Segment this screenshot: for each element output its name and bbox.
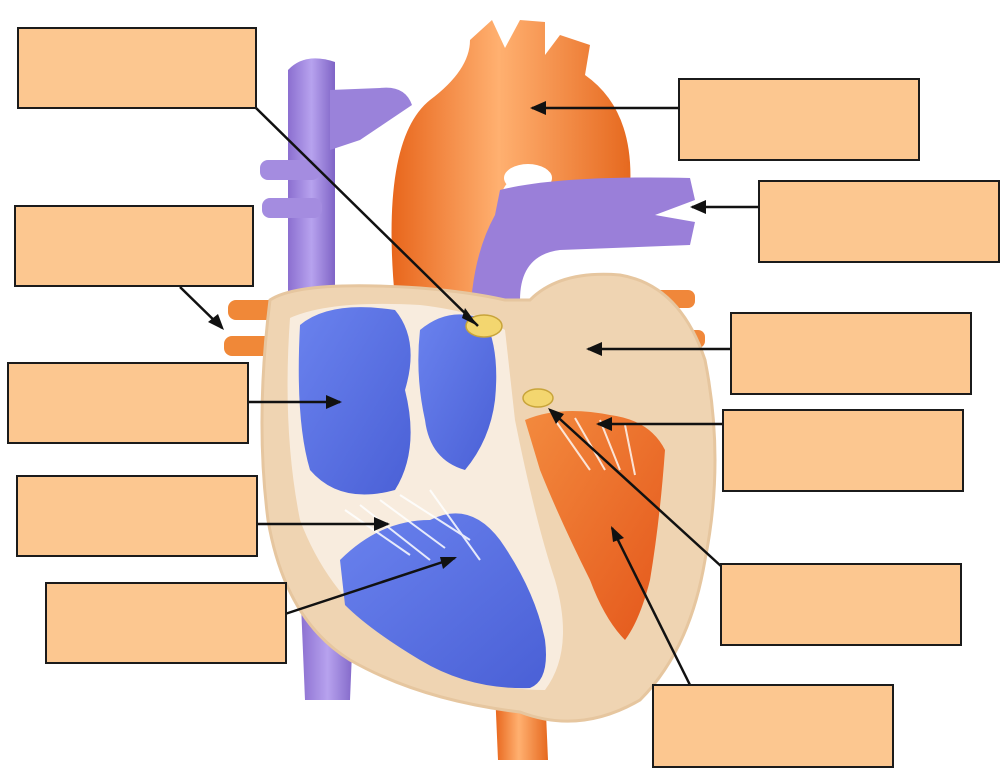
label-box-2[interactable] [678, 78, 920, 161]
label-box-9[interactable] [720, 563, 962, 646]
label-box-7[interactable] [722, 409, 964, 492]
label-box-1[interactable] [17, 27, 257, 109]
pulmonary-vein-lower-left [262, 198, 322, 218]
brachiocephalic-vein [330, 88, 412, 150]
label-box-5[interactable] [730, 312, 972, 395]
label-box-10[interactable] [45, 582, 287, 664]
arrowhead-3 [690, 200, 706, 214]
label-box-11[interactable] [652, 684, 894, 768]
label-box-4[interactable] [14, 205, 254, 287]
label-box-8[interactable] [16, 475, 258, 557]
aortic-valve [523, 389, 553, 407]
label-box-3[interactable] [758, 180, 1000, 263]
label-box-6[interactable] [7, 362, 249, 444]
